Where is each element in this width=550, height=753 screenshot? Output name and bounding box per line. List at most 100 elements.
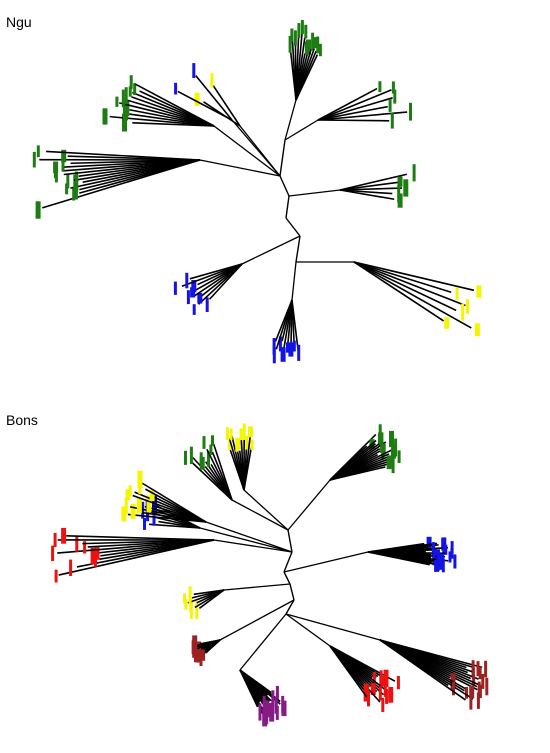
- tip-marker-blue: [192, 63, 196, 78]
- tip-marker-yellow: [125, 489, 131, 500]
- tip-marker-green: [391, 457, 395, 474]
- tip-marker-green: [207, 451, 210, 467]
- tip-marker-green: [32, 151, 36, 168]
- clade-stem: [284, 119, 319, 141]
- tip-branch: [193, 589, 225, 596]
- clade-purple: [239, 613, 287, 727]
- tip-marker-red: [363, 683, 369, 702]
- tip-marker-blue: [141, 501, 145, 519]
- clade-stem: [223, 583, 291, 591]
- clade-red: [285, 613, 400, 712]
- tree-bons: [51, 423, 489, 727]
- tip-branch: [239, 669, 259, 708]
- clade-stem: [205, 521, 293, 553]
- tip-marker-yellow: [228, 439, 232, 450]
- tip-marker-red: [90, 547, 96, 565]
- tip-marker-green: [209, 444, 213, 455]
- tip-branch: [212, 85, 241, 127]
- tip-marker-green: [35, 201, 41, 219]
- tip-marker-yellow: [188, 586, 192, 605]
- tip-branch: [317, 97, 393, 121]
- tip-marker-blue: [292, 340, 296, 352]
- tip-marker-yellow: [189, 597, 193, 613]
- tip-branch: [353, 261, 445, 322]
- clade-yellow: [183, 583, 291, 620]
- tip-marker-red: [381, 697, 385, 712]
- tip-marker-yellow: [461, 303, 465, 321]
- tip-marker-green: [378, 424, 382, 438]
- backbone-branch: [285, 217, 301, 237]
- tip-marker-red: [370, 683, 376, 695]
- tip-branch: [339, 173, 408, 191]
- tip-marker-red: [61, 527, 67, 544]
- clade-stem: [213, 539, 293, 553]
- tip-marker-green: [380, 438, 384, 453]
- clade-red: [51, 527, 293, 583]
- tip-marker-green: [397, 176, 403, 187]
- tip-marker-green: [403, 179, 409, 197]
- tip-marker-yellow: [476, 285, 482, 298]
- tip-branch: [274, 299, 293, 342]
- tip-marker-blue: [441, 558, 445, 573]
- clade-stem: [199, 527, 293, 553]
- tip-marker-blue: [442, 544, 448, 555]
- tip-marker-purple: [271, 690, 275, 707]
- tip-marker-green: [288, 35, 292, 53]
- tip-marker-green: [311, 32, 315, 51]
- tip-marker-green: [184, 450, 187, 465]
- backbone-branch: [283, 571, 291, 585]
- tip-marker-yellow: [444, 317, 450, 329]
- tip-marker-yellow: [455, 287, 459, 301]
- tip-marker-brown: [469, 685, 475, 698]
- tip-marker-blue: [174, 82, 178, 95]
- clade-brown: [191, 599, 295, 666]
- tip-marker-red: [53, 532, 57, 547]
- tip-marker-yellow: [121, 506, 127, 522]
- clade-brown: [285, 613, 489, 710]
- tip-marker-brown: [192, 635, 198, 654]
- tip-marker-green: [121, 89, 125, 108]
- tip-marker-blue: [278, 336, 282, 352]
- tip-marker-blue: [288, 342, 294, 357]
- tip-marker-green: [390, 113, 394, 129]
- tip-marker-blue: [434, 560, 440, 572]
- tip-marker-purple: [275, 705, 279, 720]
- tip-marker-yellow: [466, 299, 469, 314]
- tip-branch: [141, 482, 207, 523]
- tip-marker-green: [377, 433, 381, 445]
- tip-marker-green: [304, 24, 308, 39]
- backbone-branch: [285, 599, 295, 615]
- tip-marker-blue: [450, 541, 454, 554]
- tip-marker-red: [385, 689, 389, 704]
- tip-marker-green: [53, 161, 59, 174]
- tip-marker-green: [391, 81, 395, 94]
- clade-green: [284, 20, 322, 141]
- tip-marker-brown: [481, 673, 485, 689]
- tip-marker-green: [386, 455, 392, 470]
- tip-marker-green: [61, 149, 67, 163]
- backbone-branch: [285, 195, 290, 219]
- tip-marker-brown: [484, 660, 488, 678]
- tip-marker-green: [66, 174, 70, 189]
- clade-blue: [174, 63, 281, 177]
- tip-marker-brown: [199, 645, 205, 660]
- clade-stem: [199, 159, 281, 177]
- tip-marker-yellow: [183, 593, 186, 604]
- clade-yellow: [296, 261, 482, 337]
- tip-marker-red: [69, 559, 73, 576]
- tip-branch: [379, 639, 466, 701]
- tip-marker-purple: [269, 705, 275, 722]
- tip-marker-green: [202, 436, 206, 449]
- clade-green: [284, 81, 412, 141]
- tip-marker-blue: [432, 550, 436, 566]
- tip-marker-red: [367, 691, 370, 707]
- tip-branch: [295, 54, 319, 101]
- clade-blue: [272, 261, 301, 364]
- clade-stem: [239, 613, 287, 671]
- tip-marker-yellow: [195, 601, 199, 620]
- tip-marker-purple: [262, 695, 266, 713]
- tip-marker-blue: [453, 554, 457, 569]
- tip-marker-blue: [186, 290, 190, 305]
- tip-marker-yellow: [225, 427, 229, 440]
- tip-marker-red: [378, 685, 382, 701]
